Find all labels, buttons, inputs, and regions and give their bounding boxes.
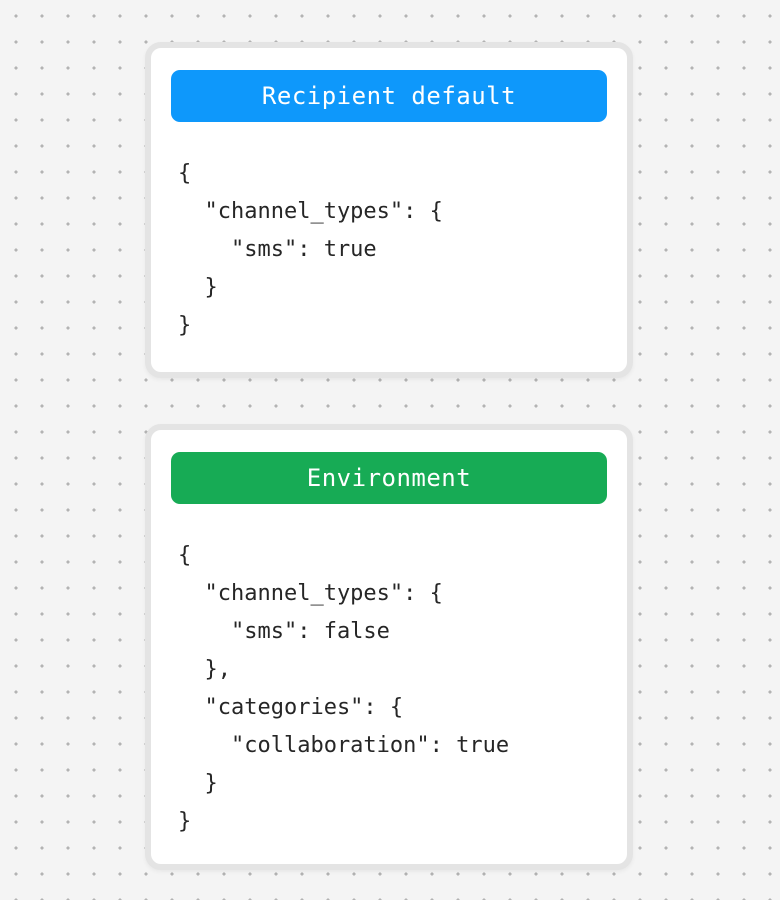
- recipient-default-banner: Recipient default: [171, 70, 607, 122]
- environment-json-code: { "channel_types": { "sms": false }, "ca…: [178, 543, 510, 834]
- recipient-default-card: Recipient default { "channel_types": { "…: [145, 42, 633, 378]
- recipient-default-json-code: { "channel_types": { "sms": true } }: [178, 161, 443, 338]
- environment-card: Environment { "channel_types": { "sms": …: [145, 424, 633, 870]
- environment-banner: Environment: [171, 452, 607, 504]
